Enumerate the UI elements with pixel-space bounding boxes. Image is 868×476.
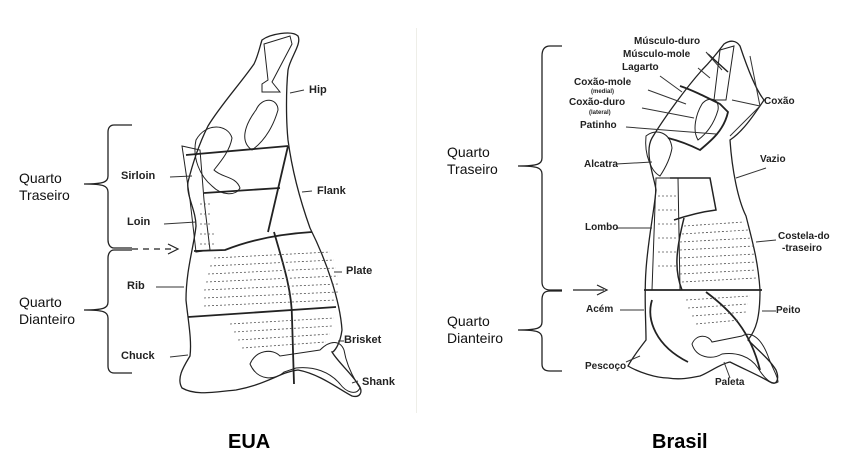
cut-note-lateral: (lateral) [589, 110, 611, 116]
cut-line-flank-diag [267, 145, 289, 233]
cut-note-medial: (medial) [591, 89, 615, 95]
cut-label-hip: Hip [309, 84, 327, 96]
quarter-boundary-arrow-eua [132, 243, 180, 255]
cut-line-loin-top [203, 187, 281, 194]
cut-label-shank: Shank [362, 376, 396, 388]
hip-bone [694, 45, 735, 141]
rib-hatching-brasil [658, 195, 757, 325]
brace-quarto-dianteiro-eua [83, 249, 132, 374]
cut-label-vazio: Vazio [760, 154, 786, 165]
brace-quarto-traseiro-brasil [517, 45, 562, 291]
cut-label-paleta: Paleta [715, 377, 745, 388]
cut-label-musculo-mole: Músculo-mole [623, 49, 691, 60]
cut-label-acem: Acém [586, 304, 614, 315]
panel-caption-brasil: Brasil [652, 431, 708, 453]
cut-line-sirloin-top [185, 145, 289, 156]
carcass-diagram-brasil [517, 40, 779, 384]
cut-label-rib: Rib [127, 280, 145, 292]
spine [651, 177, 681, 291]
cut-label-coxao-mole: Coxão-mole [574, 77, 632, 88]
leader-lines-brasil [615, 51, 777, 379]
cut-line-chuck-top [187, 306, 337, 318]
cut-line-rib-top [193, 231, 313, 252]
foreleg-bone [249, 342, 361, 393]
cut-label-traseiro: -traseiro [782, 243, 823, 254]
foreleg-bone [691, 333, 779, 384]
leader-lines-eua [156, 89, 359, 384]
cut-line-vazio [670, 177, 717, 221]
cut-label-loin: Loin [127, 216, 151, 228]
panel-caption-eua: EUA [228, 431, 271, 453]
pelvis-bone [194, 126, 241, 195]
cut-label-coxao-duro: Coxão-duro [569, 97, 626, 108]
panel-divider [416, 28, 417, 413]
carcass-diagram-eua [83, 32, 362, 398]
arrowhead [596, 284, 609, 296]
cut-label-plate: Plate [346, 265, 373, 277]
quarter-label-dianteiro: Quarto Dianteiro [19, 294, 76, 327]
panel-brasil: Músculo-duro Músculo-mole Lagarto Coxão-… [430, 0, 868, 476]
cut-label-lombo: Lombo [585, 222, 619, 233]
spine [181, 145, 211, 253]
hip-bone [244, 35, 293, 151]
cut-label-musculo-duro: Músculo-duro [634, 36, 701, 47]
brace-quarto-traseiro-eua [83, 124, 132, 249]
quarter-label-dianteiro: Quarto Dianteiro [447, 313, 504, 346]
quarter-label-traseiro: Quarto Traseiro [19, 170, 70, 203]
brace-quarto-dianteiro-brasil [517, 290, 562, 372]
cut-label-brisket: Brisket [344, 334, 382, 346]
quarter-label-traseiro: Quarto Traseiro [447, 144, 498, 177]
cut-label-costela-do: Costela-do [778, 231, 830, 242]
quarter-boundary-arrow-brasil [573, 284, 609, 296]
carcass-outline [179, 32, 362, 398]
rib-hatching-eua [200, 203, 339, 349]
cut-label-sirloin: Sirloin [121, 170, 156, 182]
cut-label-chuck: Chuck [121, 350, 155, 362]
cut-line-costela [676, 217, 685, 291]
cut-label-pescoco: Pescoço [585, 361, 627, 372]
cut-line-plate-vertical [273, 231, 295, 385]
cut-line-coxao [667, 85, 729, 152]
cut-label-lagarto: Lagarto [622, 62, 659, 73]
cut-line-paleta [649, 291, 761, 371]
cut-label-peito: Peito [776, 305, 801, 316]
cut-label-flank: Flank [317, 185, 346, 197]
cut-label-alcatra: Alcatra [584, 159, 618, 170]
panel-eua: Hip Sirloin Flank Loin Plate Rib Brisket… [0, 0, 416, 476]
cut-label-coxao: Coxão [764, 96, 795, 107]
cut-label-patinho: Patinho [580, 120, 617, 131]
